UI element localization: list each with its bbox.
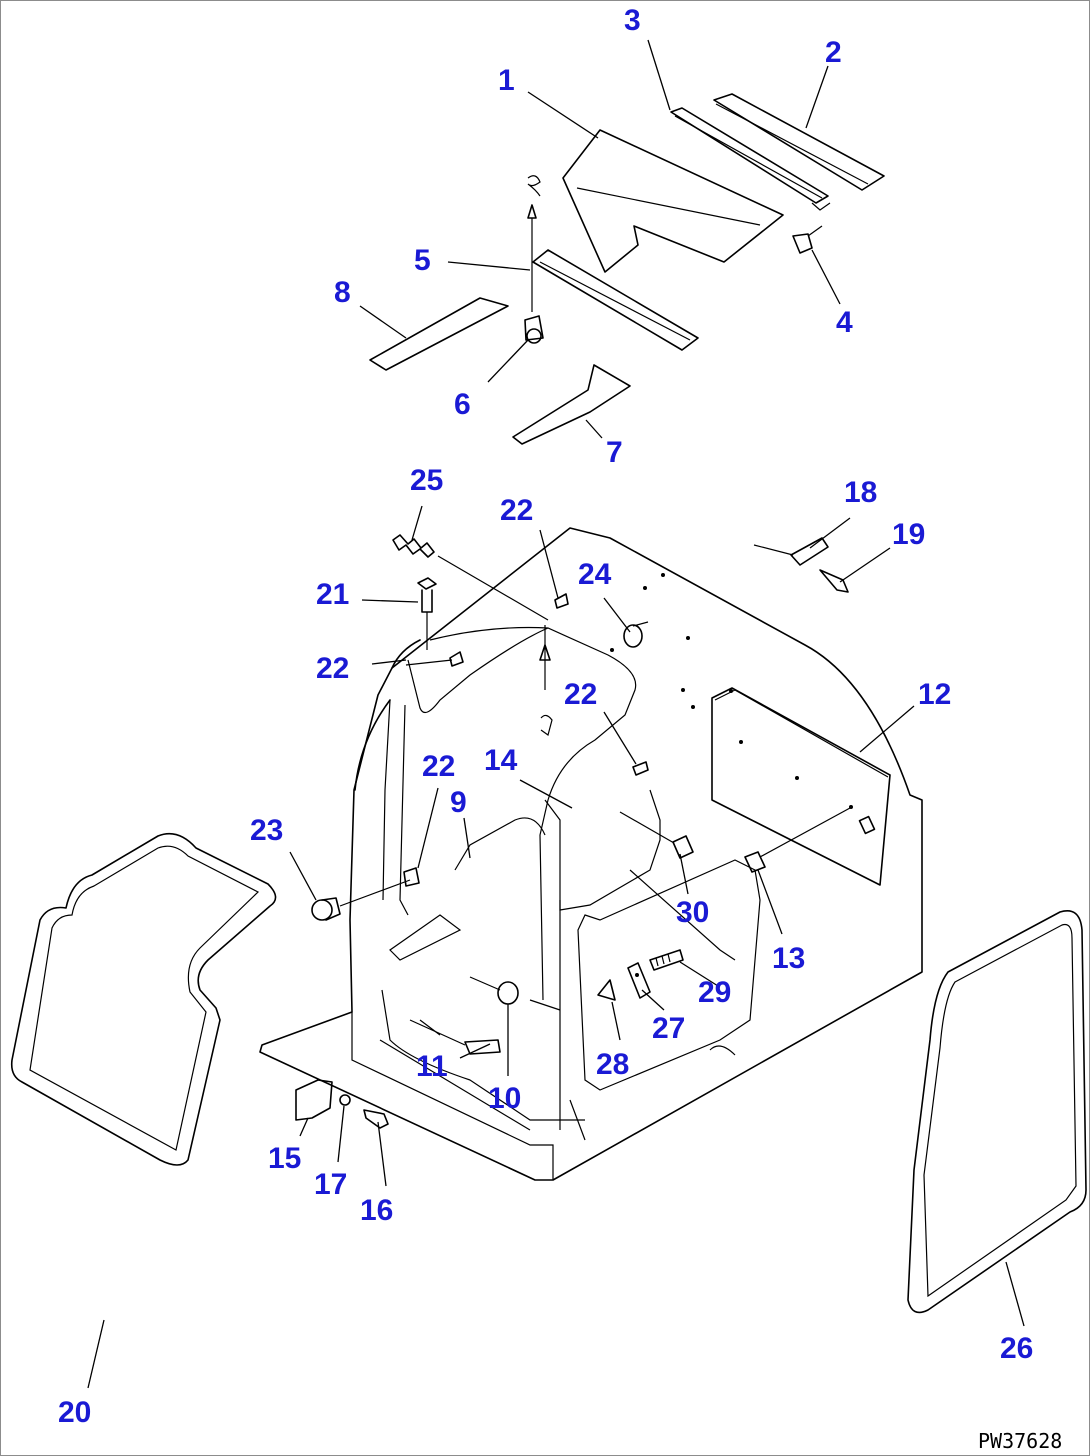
plate-part-7 [512, 364, 631, 445]
callout-24: 24 [578, 558, 612, 591]
strip-part-5 [532, 249, 699, 351]
lock-part-15 [295, 1079, 333, 1121]
washer-part-17 [339, 1094, 351, 1106]
cap-part-22-lower [403, 867, 420, 887]
callout-11: 11 [416, 1050, 448, 1083]
roof-panel-part-1 [562, 129, 784, 273]
callout-labels: 1 2 3 4 5 6 7 8 9 10 11 12 13 14 15 16 1… [58, 4, 1033, 1429]
cap-part-22-upper [554, 593, 569, 609]
callout-28: 28 [596, 1048, 629, 1081]
callout-22-left: 22 [316, 652, 349, 685]
cap-part-22-mid [632, 761, 649, 776]
callout-15: 15 [268, 1142, 301, 1175]
side-plate-part-12 [711, 687, 891, 886]
cab-body [259, 527, 923, 1181]
callout-4: 4 [836, 306, 853, 339]
callout-30: 30 [676, 896, 709, 929]
callout-22-mid: 22 [564, 678, 597, 711]
callout-27: 27 [652, 1012, 685, 1045]
roof-holes [610, 573, 695, 709]
callout-22-upper: 22 [500, 494, 533, 527]
callout-1: 1 [498, 64, 515, 97]
callout-5: 5 [414, 244, 431, 277]
clip-part-4 [792, 225, 823, 254]
callout-12: 12 [918, 678, 951, 711]
callout-19: 19 [892, 518, 925, 551]
callout-10: 10 [488, 1082, 521, 1115]
grommet-part-6 [524, 175, 544, 344]
cap-part-22-left [405, 651, 464, 667]
strip-part-3 [670, 107, 831, 211]
weatherstrip-part-26 [907, 910, 1087, 1314]
screw-part-16 [363, 1109, 389, 1129]
washer-wiper-arrow [539, 625, 553, 736]
callout-29: 29 [698, 976, 731, 1009]
plate-part-27 [627, 962, 651, 999]
chain-part-25 [392, 534, 549, 621]
callout-3: 3 [624, 4, 641, 37]
callout-18: 18 [844, 476, 877, 509]
callout-21: 21 [316, 578, 349, 611]
cap-part-23 [311, 879, 411, 921]
callout-17: 17 [314, 1168, 347, 1201]
callout-2: 2 [825, 36, 842, 69]
callout-20: 20 [58, 1396, 91, 1429]
bolt-part-21 [417, 577, 437, 650]
plate-part-8 [369, 297, 509, 371]
callout-26: 26 [1000, 1332, 1033, 1365]
callout-22-lower: 22 [422, 750, 455, 783]
weatherstrip-part-20 [10, 832, 277, 1166]
callout-16: 16 [360, 1194, 393, 1227]
strip-part-2 [713, 93, 885, 191]
callout-9: 9 [450, 786, 467, 819]
leader-lines [87, 39, 1025, 1389]
plate-part-28 [597, 979, 616, 1001]
bracket-part-18 [753, 537, 829, 566]
callout-25: 25 [410, 464, 443, 497]
callout-23: 23 [250, 814, 283, 847]
grommet-part-30 [619, 811, 694, 859]
callout-14: 14 [484, 744, 518, 777]
grommet-part-13 [744, 807, 851, 873]
callout-8: 8 [334, 276, 351, 309]
pin-part-11 [409, 1019, 501, 1055]
callout-13: 13 [772, 942, 805, 975]
drawing-code: PW37628 [978, 1429, 1062, 1453]
callout-7: 7 [606, 436, 623, 469]
grommet-part-10 [469, 976, 519, 1005]
callout-6: 6 [454, 388, 471, 421]
grommet-part-24 [623, 621, 649, 648]
bolt-part-29 [649, 949, 684, 971]
bolt-part-19 [819, 569, 849, 593]
